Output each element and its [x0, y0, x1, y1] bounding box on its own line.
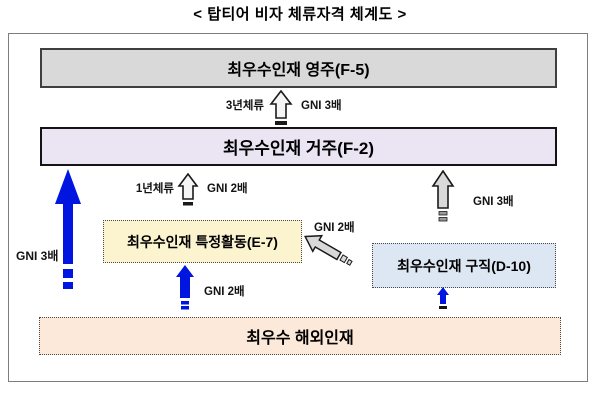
- label-gni-2x-diagonal: GNI 2배: [314, 222, 355, 234]
- diagram-frame: [8, 33, 588, 382]
- node-f5-label: 최우수인재 영주(F-5): [227, 62, 370, 79]
- node-d10-job-seeking: 최우수인재 구직(D-10): [372, 243, 556, 288]
- up-arrow-e7-to-f2-icon: [177, 173, 199, 206]
- diagonal-arrow-d10-to-e7-icon: [303, 234, 353, 266]
- up-arrow-f2-to-f5-icon: [269, 90, 293, 125]
- node-base-label: 최우수 해외인재: [246, 330, 354, 347]
- up-arrow-d10-to-f2-icon: [431, 170, 455, 222]
- up-arrow-base-to-e7-icon: [176, 265, 194, 310]
- node-f2-label: 최우수인재 거주(F-2): [222, 139, 375, 158]
- label-gni-3x-top: GNI 3배: [301, 100, 342, 112]
- up-arrow-base-to-f2-icon: [55, 169, 81, 289]
- label-gni-3x-right: GNI 3배: [473, 196, 514, 208]
- node-top-overseas-talent: 최우수 해외인재: [39, 317, 561, 355]
- label-gni-3x-left: GNI 3배: [16, 249, 59, 263]
- node-e7-specific-activity: 최우수인재 특정활동(E-7): [103, 220, 302, 263]
- label-1yr-stay: 1년체류: [135, 183, 174, 195]
- label-gni-2x-bottom: GNI 2배: [204, 286, 245, 298]
- label-gni-2x-mid: GNI 2배: [207, 183, 248, 195]
- node-d10-label: 최우수인재 구직(D-10): [397, 257, 531, 274]
- node-f5-permanent-residency: 최우수인재 영주(F-5): [40, 48, 557, 88]
- up-arrow-base-to-d10-icon: [437, 287, 449, 309]
- label-3yr-stay: 3년체류: [225, 100, 264, 112]
- node-e7-label: 최우수인재 특정활동(E-7): [127, 233, 278, 250]
- diagram-title: < 탑티어 비자 체류자격 체계도 >: [193, 6, 407, 23]
- node-f2-residency: 최우수인재 거주(F-2): [40, 127, 557, 166]
